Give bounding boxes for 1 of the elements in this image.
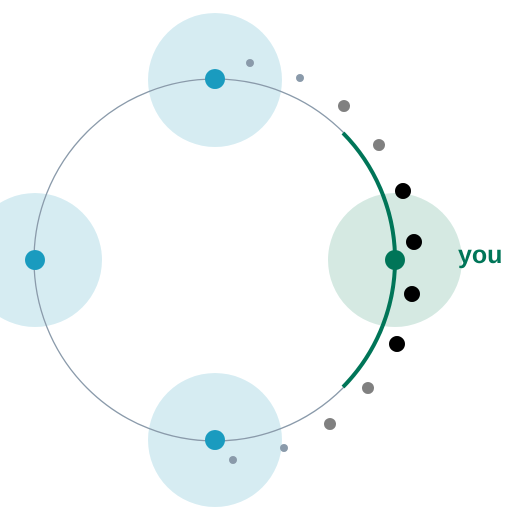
label: you xyxy=(458,241,502,270)
